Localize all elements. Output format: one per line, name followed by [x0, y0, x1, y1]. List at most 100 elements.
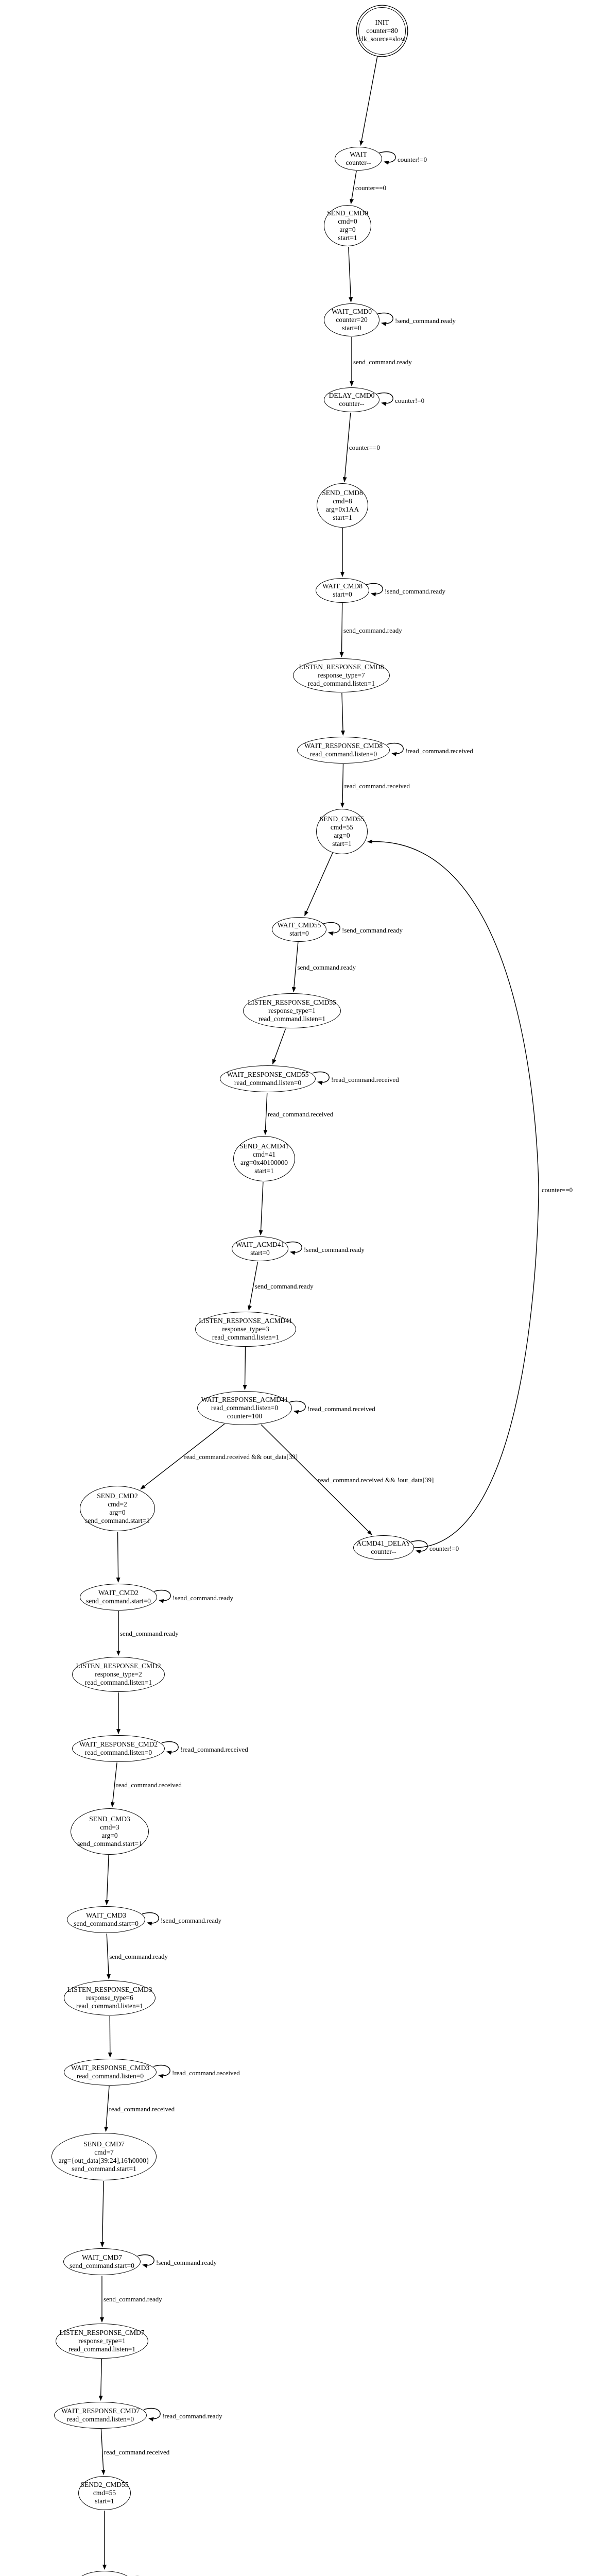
state-name: SEND_CMD55 [319, 815, 365, 823]
edge-wait_response_cmd8-to-send_cmd55 [340, 764, 345, 808]
state-action: arg=0x40100000 [240, 1159, 288, 1166]
edge-label: !send_command.ready [156, 2259, 217, 2266]
edge-label: send_command.ready [343, 626, 402, 634]
state-action: arg=0 [339, 226, 356, 233]
edge-label: send_command.ready [254, 1282, 314, 1290]
edge-label: send_command.ready [109, 1953, 168, 1960]
edge-label: read_command.received [116, 1781, 182, 1789]
state-name: SEND_CMD7 [83, 2140, 125, 2148]
state-action: counter-- [339, 400, 365, 408]
state-name: WAIT_RESPONSE_CMD7 [61, 2407, 140, 2415]
edge-listen_response_cmd8-to-wait_response_cmd8 [341, 692, 345, 736]
edge-label: counter==0 [349, 444, 380, 452]
edge-label: !send_command.ready [304, 1246, 365, 1253]
edge-wait_response_cmd55-to-send_acmd41 [263, 1092, 268, 1136]
edge-label: read_command.received && !out_data[39] [318, 1476, 434, 1484]
state-action: read_command.listen=0 [309, 750, 377, 758]
edge-label: counter!=0 [429, 1545, 459, 1552]
edge-label: !send_command.ready [161, 1917, 222, 1924]
state-action: arg=0 [109, 1509, 126, 1516]
edge-label: !send_command.ready [342, 926, 403, 934]
edge-label: !read_command.received [307, 1405, 375, 1413]
edge-label: counter!=0 [395, 397, 425, 404]
state-action: read_command.listen=1 [258, 1014, 326, 1023]
edge-label: !send_command.ready [172, 1594, 234, 1602]
edge-label: !send_command.ready [395, 317, 456, 325]
edge-label: counter==0 [355, 183, 386, 192]
state-name: INIT [375, 19, 389, 27]
edge-send_cmd55-to-wait_cmd55 [304, 853, 333, 917]
edge-label: send_command.ready [120, 1630, 179, 1637]
state-action: response_type=6 [86, 1994, 133, 2002]
state-name: LISTEN_RESPONSE_CMD3 [67, 1986, 152, 1994]
state-action: send_command.start=1 [85, 1516, 150, 1524]
state-name: WAIT_CMD3 [86, 1911, 126, 1920]
state-action: read_command.listen=1 [212, 1333, 280, 1341]
state-action: read_command.listen=0 [84, 1749, 152, 1756]
state-name: WAIT [350, 150, 367, 159]
state-action: read_command.listen=0 [211, 1404, 279, 1412]
state-action: response_type=3 [222, 1325, 269, 1333]
state-action: counter=20 [336, 316, 368, 324]
state-action: cmd=2 [108, 1500, 127, 1509]
state-action: arg=0x1AA [325, 505, 359, 513]
state-name: SEND_CMD2 [97, 1492, 138, 1500]
edge-label: read_command.received && out_data[39] [184, 1453, 298, 1461]
state-action: cmd=0 [338, 217, 357, 226]
state-action: clk_source=slow [358, 35, 406, 43]
state-action: counter-- [371, 1548, 396, 1555]
state-action: arg=0 [334, 832, 350, 839]
edge-label: counter==0 [542, 1186, 573, 1194]
edge-wait_cmd8-to-listen_response_cmd8 [339, 603, 344, 657]
state-action: counter=100 [227, 1412, 263, 1420]
state-name: WAIT_CMD0 [332, 308, 372, 316]
